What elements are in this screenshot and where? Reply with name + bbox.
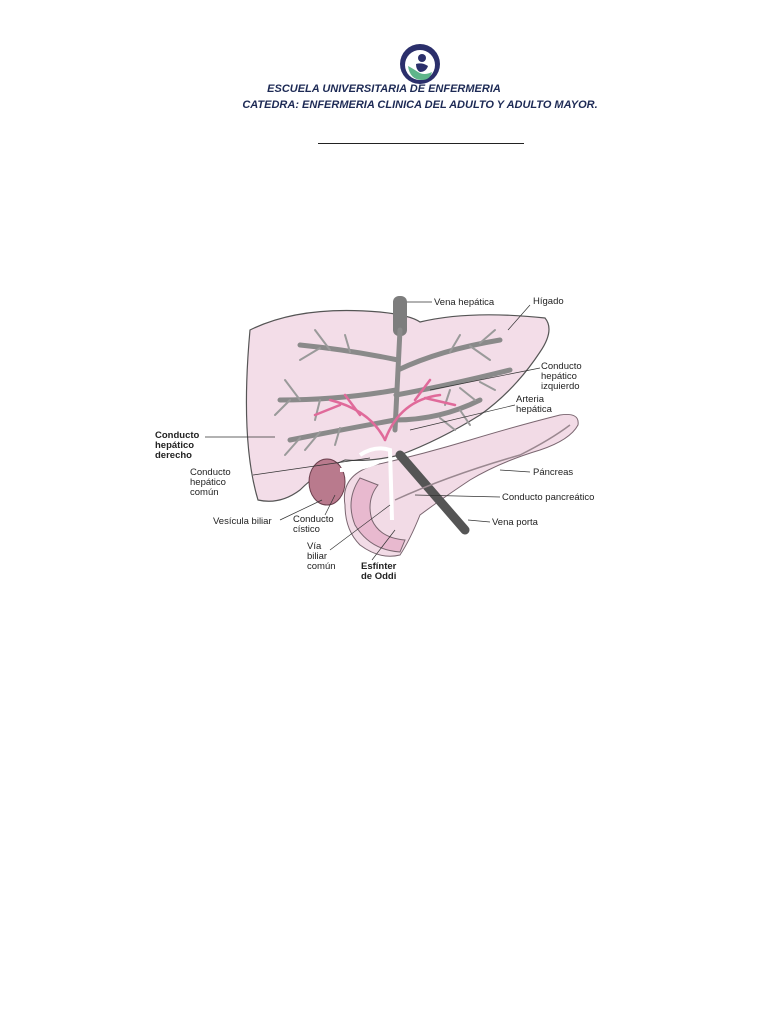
school-name: ESCUELA UNIVERSITARIA DE ENFERMERIA [267, 83, 501, 95]
gallbladder-shape [308, 458, 346, 506]
vena-cava [393, 296, 407, 336]
label-vesicula: Vesícula biliar [213, 516, 272, 527]
label-conducto-izq-2: hepático [541, 371, 577, 382]
label-vena-porta: Vena porta [492, 517, 539, 528]
label-via-2: biliar [307, 551, 327, 562]
leader-lines [205, 301, 541, 561]
logo-leaf [408, 66, 432, 80]
label-conducto-izq-3: izquierdo [541, 381, 580, 392]
liver-pancreas-diagram: Vena hepática Hígado Conducto hepático i… [155, 296, 594, 582]
label-conducto-comun-3: común [190, 487, 219, 498]
label-vena-hepatica: Vena hepática [434, 297, 495, 308]
label-via-3: común [307, 561, 336, 572]
pancreatic-duct [394, 424, 571, 501]
label-esfinter-2: de Oddi [361, 571, 396, 582]
duodenum-shape [350, 477, 406, 553]
hepatic-artery-branches [313, 378, 457, 442]
label-via-1: Vía [307, 541, 322, 552]
label-conducto-comun-1: Conducto [190, 467, 231, 478]
label-cistico-1: Conducto [293, 514, 334, 525]
label-arteria-1: Arteria [516, 394, 545, 405]
label-arteria-2: hepática [516, 404, 553, 415]
label-conducto-der-3: derecho [155, 450, 192, 461]
label-conducto-pancreatico: Conducto pancreático [502, 492, 594, 503]
label-conducto-comun-2: hepático [190, 477, 226, 488]
bile-ducts [339, 446, 394, 521]
pancreas-shape [343, 414, 579, 557]
label-higado: Hígado [533, 296, 564, 307]
portal-vein [395, 450, 470, 535]
header-underline [318, 143, 524, 144]
vessel-branches [274, 329, 496, 456]
label-esfinter-1: Esfínter [361, 561, 397, 572]
logo-body [416, 63, 428, 72]
label-conducto-izq-1: Conducto [541, 361, 582, 372]
course-title: CATEDRA: ENFERMERIA CLINICA DEL ADULTO Y… [242, 99, 598, 111]
label-cistico-2: cístico [293, 524, 320, 535]
label-pancreas: Páncreas [533, 467, 573, 478]
label-conducto-der-1: Conducto [155, 430, 200, 441]
logo-head [418, 54, 426, 62]
school-logo [400, 44, 440, 84]
label-conducto-der-2: hepático [155, 440, 194, 451]
